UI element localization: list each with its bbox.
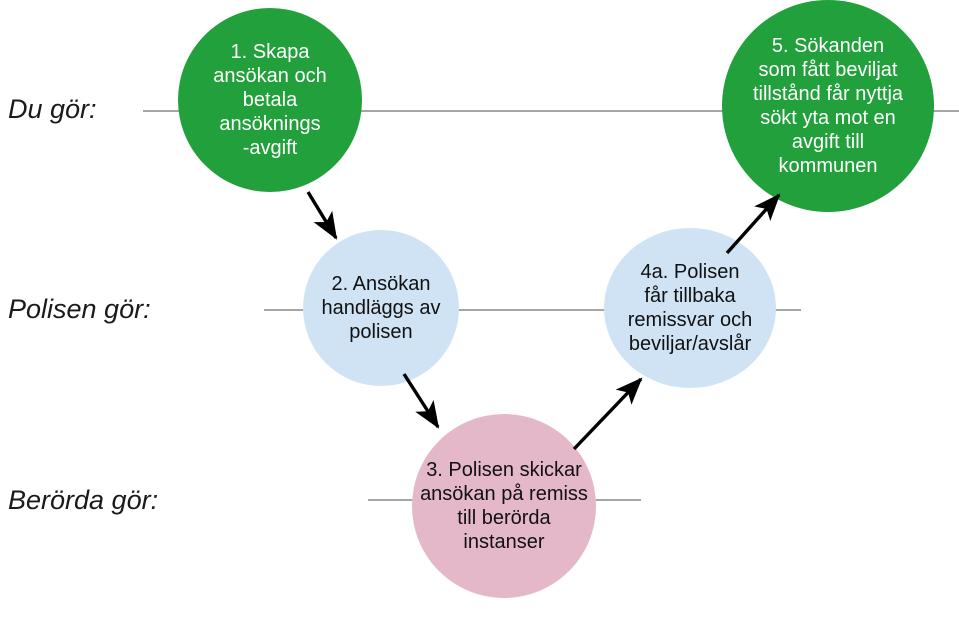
node-step-1[interactable]: 1. Skapa ansökan och betala ansöknings -…	[178, 8, 362, 192]
arrow-step3-to-step4a	[572, 377, 643, 451]
node-step-4a[interactable]: 4a. Polisen får tillbaka remissvar och b…	[604, 228, 776, 388]
node-step-5-label: 5. Sökanden som fått beviljat tillstånd …	[752, 35, 904, 177]
lane-label-du: Du gör:	[8, 94, 97, 124]
lane-label-polisen: Polisen gör:	[8, 294, 151, 324]
node-step-2[interactable]: 2. Ansökan handläggs av polisen	[303, 230, 459, 386]
lane-rule-polisen	[264, 309, 801, 311]
node-step-1-label: 1. Skapa ansökan och betala ansöknings -…	[213, 41, 327, 159]
lane-label-berorda: Berörda gör:	[8, 485, 159, 515]
arrow-step1-to-step2	[306, 191, 338, 240]
node-step-3-label: 3. Polisen skickar ansökan på remiss til…	[420, 459, 588, 553]
node-step-5[interactable]: 5. Sökanden som fått beviljat tillstånd …	[722, 0, 934, 212]
arrow-step2-to-step3	[402, 373, 440, 429]
node-step-4a-label: 4a. Polisen får tillbaka remissvar och b…	[627, 261, 753, 355]
node-step-3[interactable]: 3. Polisen skickar ansökan på remiss til…	[412, 414, 596, 598]
lane-rule-du	[143, 110, 959, 112]
node-step-2-label: 2. Ansökan handläggs av polisen	[321, 273, 441, 343]
